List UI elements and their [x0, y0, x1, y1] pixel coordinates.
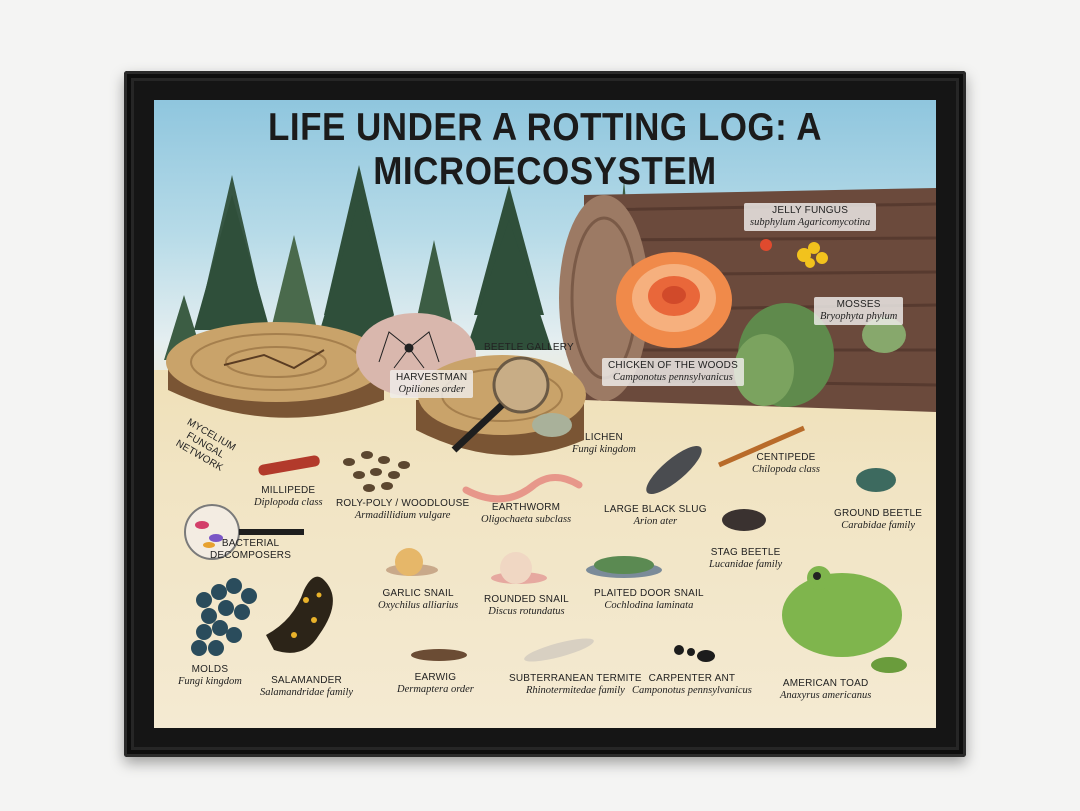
subterranean-termite — [524, 638, 594, 662]
roly-poly-group — [343, 451, 410, 492]
rounded-snail — [491, 552, 547, 584]
lichen — [532, 413, 572, 437]
poster: LIFE UNDER A ROTTING LOG: A MICROECOSYST… — [154, 100, 936, 728]
illustration — [164, 165, 936, 673]
stag-beetle — [722, 509, 766, 531]
salamander — [266, 576, 333, 653]
large-black-slug — [646, 445, 702, 495]
beetle-gallery-magnifier — [451, 356, 550, 453]
moss-clump — [734, 303, 906, 407]
millipede — [258, 455, 320, 476]
ground-beetle — [856, 468, 896, 492]
american-toad — [782, 566, 907, 673]
harvestman-spider — [378, 331, 440, 369]
tree-stump-left — [166, 322, 386, 418]
plaited-door-snail — [586, 556, 662, 578]
carpenter-ant — [674, 645, 715, 662]
poster-title: LIFE UNDER A ROTTING LOG: A MICROECOSYST… — [267, 106, 823, 193]
chicken-of-the-woods-fungus — [616, 252, 732, 348]
bacteria-magnifier — [184, 504, 304, 560]
molds — [191, 578, 257, 656]
earthworm — [462, 474, 583, 503]
garlic-snail — [386, 548, 438, 576]
jelly-fungus — [760, 239, 828, 268]
beetle-gallery-label: BEETLE GALLERY — [484, 342, 574, 353]
rotting-log — [559, 188, 936, 412]
centipede — [718, 425, 805, 468]
earwig — [411, 649, 467, 661]
